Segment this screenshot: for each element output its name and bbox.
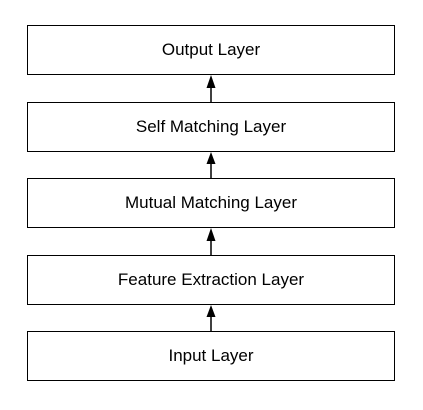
output-layer-box: Output Layer [27, 25, 395, 75]
feature-extraction-layer-box: Feature Extraction Layer [27, 255, 395, 305]
output-layer-label: Output Layer [161, 40, 261, 59]
mutual-matching-layer-label: Mutual Matching Layer [125, 193, 297, 212]
mutual-matching-layer-box: Mutual Matching Layer [27, 178, 395, 228]
self-matching-layer-label: Self Matching Layer [135, 117, 287, 136]
self-matching-layer-box: Self Matching Layer [27, 102, 395, 152]
input-layer-box: Input Layer [27, 331, 395, 381]
arrow-input-to-feature-extraction [206, 305, 216, 331]
input-layer-label: Input Layer [168, 346, 254, 365]
arrow-self-matching-to-output [206, 75, 216, 102]
feature-extraction-layer-label: Feature Extraction Layer [117, 270, 305, 289]
arrow-feature-extraction-to-mutual-matching [206, 228, 216, 255]
arrow-mutual-matching-to-self-matching [206, 152, 216, 178]
